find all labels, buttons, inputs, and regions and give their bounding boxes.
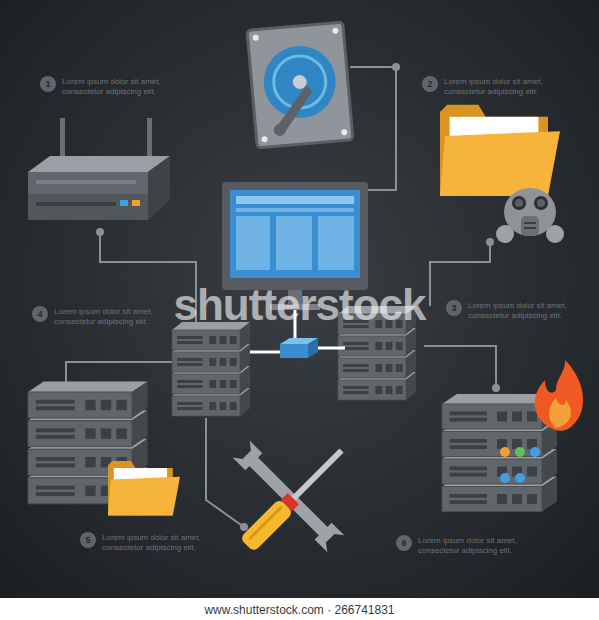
callout-text: Lorem ipsum dolor sit amet, consectetur …	[102, 532, 216, 553]
callout-number: 5	[80, 532, 96, 548]
callout-number: 2	[422, 76, 438, 92]
callout-item: 5 Lorem ipsum dolor sit amet, consectetur…	[80, 532, 216, 553]
callout-text: Lorem ipsum dolor sit amet, consectetur …	[54, 306, 168, 327]
callout-number: 1	[40, 76, 56, 92]
callout-item: 1 Lorem ipsum dolor sit amet, consectetur…	[40, 76, 176, 97]
footer-credit: www.shutterstock.com · 266741831	[0, 603, 599, 617]
callout-text: Lorem ipsum dolor sit amet, consectetur …	[444, 76, 558, 97]
callout-number: 3	[446, 300, 462, 316]
callout-number: 6	[396, 535, 412, 551]
callout-text: Lorem ipsum dolor sit amet, consectetur …	[62, 76, 176, 97]
callout-text: Lorem ipsum dolor sit amet, consectetur …	[418, 535, 532, 556]
callout-item: 3 Lorem ipsum dolor sit amet, consectetur…	[446, 300, 582, 321]
callout-text: Lorem ipsum dolor sit amet, consectetur …	[468, 300, 582, 321]
callout-item: 2 Lorem ipsum dolor sit amet, consectetur…	[422, 76, 558, 97]
callout-item: 4 Lorem ipsum dolor sit amet, consectetur…	[32, 306, 168, 327]
callout-number: 4	[32, 306, 48, 322]
callout-item: 6 Lorem ipsum dolor sit amet, consectetur…	[396, 535, 532, 556]
